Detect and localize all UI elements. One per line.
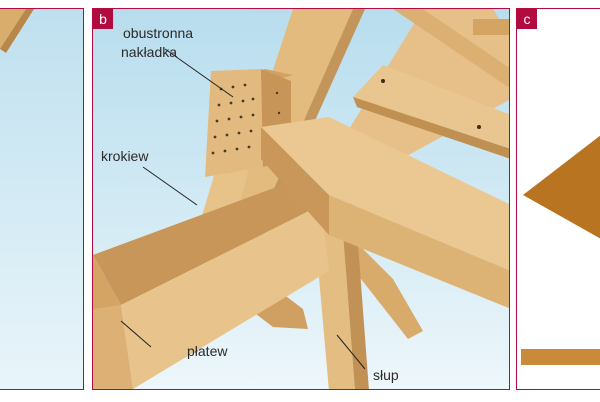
bolt-mark bbox=[477, 125, 481, 129]
cross-beam-front-bottom bbox=[329, 195, 509, 309]
post-side bbox=[341, 203, 369, 389]
cross-beam-right-edge bbox=[353, 97, 509, 159]
purlin-lower bbox=[93, 305, 133, 389]
leader-line-post bbox=[336, 334, 366, 370]
roof-triangle bbox=[523, 135, 600, 239]
panel-a-illustration bbox=[0, 9, 83, 389]
purlin-front-face bbox=[121, 205, 329, 389]
cross-beam-right bbox=[353, 65, 509, 149]
bolt-mark bbox=[381, 79, 385, 83]
panel-b: b obustronna nakładka krokiew płatew słu… bbox=[92, 8, 510, 390]
panel-a bbox=[0, 8, 84, 390]
label-post: słup bbox=[373, 367, 399, 383]
cross-beam-front-side bbox=[261, 127, 329, 235]
leader-line-overlay bbox=[164, 48, 234, 98]
panel-c: c bbox=[516, 8, 600, 390]
overlay-plate-nails bbox=[211, 83, 281, 155]
ridge-strut bbox=[393, 9, 509, 88]
panel-c-illustration bbox=[517, 9, 600, 389]
label-overlay-line2: nakładka bbox=[121, 44, 178, 60]
leader-line-rafter bbox=[142, 166, 198, 206]
cross-beam-front bbox=[261, 117, 509, 271]
panel-badge-c: c bbox=[517, 9, 537, 29]
label-purlin: płatew bbox=[187, 343, 228, 359]
overlay-plate bbox=[205, 69, 263, 177]
leader-line-purlin bbox=[120, 320, 152, 348]
upper-batten bbox=[473, 19, 509, 35]
panel-badge-b: b bbox=[93, 9, 113, 29]
roof-joint-illustration bbox=[93, 9, 509, 389]
purlin-top-face bbox=[93, 181, 321, 305]
timber-beam-edge bbox=[0, 9, 34, 53]
label-rafter: krokiew bbox=[101, 148, 149, 164]
bottom-beam bbox=[521, 349, 600, 365]
label-overlay-line1: obustronna bbox=[123, 25, 194, 41]
sky-background bbox=[0, 9, 83, 389]
